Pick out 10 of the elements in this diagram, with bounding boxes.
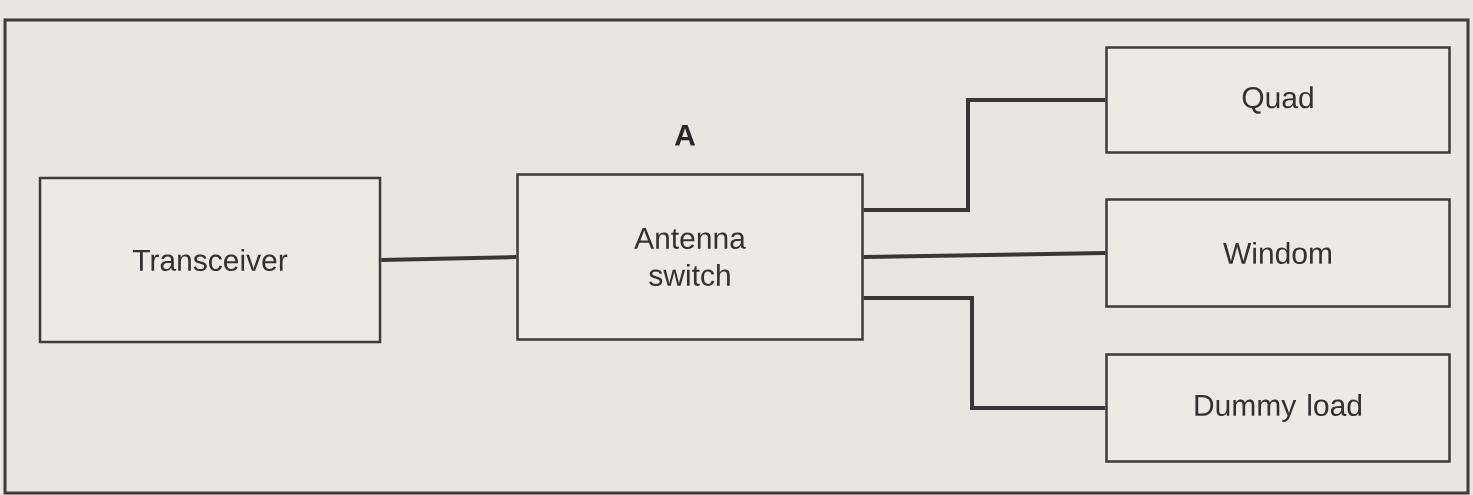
block-box: Transceiver: [38, 176, 382, 344]
node-label: A: [674, 124, 696, 146]
block-box: Dummy load: [1105, 353, 1451, 463]
connector-line: [863, 296, 1106, 410]
connector-line: [863, 251, 1106, 259]
connector-line: [381, 255, 517, 262]
block-box: Windom: [1105, 198, 1451, 308]
block-box: Antenna switch: [516, 173, 864, 341]
connector-line: [863, 98, 1106, 212]
block-box: Quad: [1105, 46, 1451, 154]
